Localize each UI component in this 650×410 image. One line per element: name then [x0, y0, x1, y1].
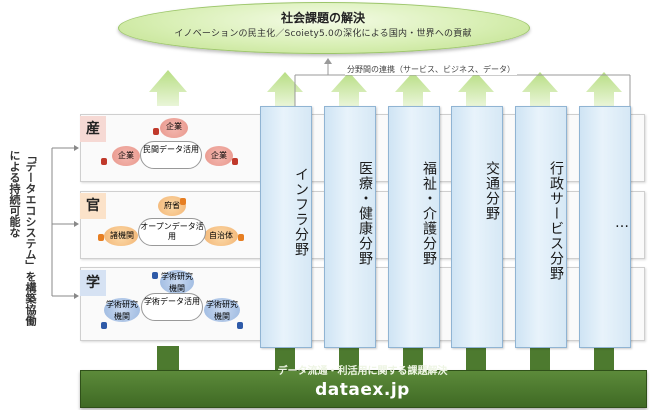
- node-label: 企業: [118, 151, 134, 160]
- field-column-other: …: [579, 106, 631, 348]
- node-label: 府省: [164, 201, 180, 210]
- node-bubble: [205, 146, 233, 166]
- upward-arrow-other: [586, 72, 622, 106]
- node-bubble: [160, 270, 194, 294]
- field-label: インフラ分野: [293, 167, 309, 257]
- goal-ellipse: [118, 2, 530, 54]
- field-column-medical: 医療・健康分野: [324, 106, 376, 348]
- data-cloud-industry: 民間データ活用: [140, 141, 202, 169]
- upward-arrow-transport: [458, 72, 494, 106]
- base-title: dataex.jp: [315, 380, 410, 400]
- data-cloud-academia: 学術データ活用: [141, 293, 203, 321]
- field-label: 医療・健康分野: [357, 161, 373, 266]
- database-icon: [238, 234, 244, 241]
- node-label: 学術研究機関: [106, 300, 138, 321]
- field-column-welfare: 福祉・介護分野: [388, 106, 440, 348]
- sector-tag-academia: 学: [80, 270, 106, 296]
- database-icon: [153, 128, 159, 135]
- field-linkage-bracket: [294, 58, 631, 106]
- database-icon: [101, 158, 107, 165]
- database-icon: [237, 322, 243, 329]
- database-icon: [232, 158, 238, 165]
- data-cloud-government: オープンデータ活用: [138, 218, 206, 246]
- sector-tag-industry: 産: [80, 116, 106, 142]
- node-bubble: [112, 146, 140, 166]
- field-column-transport: 交通分野: [451, 106, 503, 348]
- node-bubble: [204, 226, 238, 246]
- node-label: 学術研究機関: [206, 300, 238, 321]
- node-label: 自治体: [209, 231, 233, 240]
- field-column-infra: インフラ分野: [260, 106, 312, 348]
- sector-tag-government: 官: [80, 193, 106, 219]
- node-bubble: [160, 118, 188, 138]
- upward-arrow-infra: [267, 72, 303, 106]
- upward-arrow-left: [149, 70, 187, 106]
- node-label: 学術研究機関: [161, 272, 193, 293]
- field-linkage-label: 分野間の連携（サービス、ビジネス、データ）: [345, 64, 517, 75]
- node-label: 企業: [166, 122, 182, 131]
- database-icon: [180, 198, 186, 205]
- database-icon: [152, 272, 158, 279]
- base-support-arrows: [157, 346, 614, 372]
- field-column-admin: 行政サービス分野: [515, 106, 567, 348]
- upward-arrow-welfare: [395, 72, 431, 106]
- upward-arrow-admin: [522, 72, 558, 106]
- field-label: 行政サービス分野: [548, 161, 564, 281]
- node-bubble: [104, 226, 138, 246]
- node-label: 企業: [211, 151, 227, 160]
- node-bubble: [158, 196, 186, 216]
- field-label: …: [614, 215, 630, 232]
- field-label: 福祉・介護分野: [421, 161, 437, 266]
- field-label: 交通分野: [484, 161, 500, 221]
- goal-title: 社会課題の解決: [280, 11, 365, 25]
- node-bubble: [204, 298, 240, 322]
- base-platform: [80, 370, 647, 408]
- database-icon: [98, 234, 104, 241]
- upward-arrow-medical: [331, 72, 367, 106]
- database-icon: [101, 322, 107, 329]
- ecosystem-caption: 「データエコシステム」を構築協働による持続可能な: [8, 150, 37, 326]
- node-label: 諸機関: [110, 231, 134, 240]
- base-subtitle: データ流通・利活用に関する課題解決: [277, 366, 448, 377]
- goal-subtitle: イノベーションの民主化／Scoiety5.0の深化による国内・世界への貢献: [174, 29, 472, 39]
- node-bubble: [104, 298, 140, 322]
- caption-arrows: [51, 145, 79, 299]
